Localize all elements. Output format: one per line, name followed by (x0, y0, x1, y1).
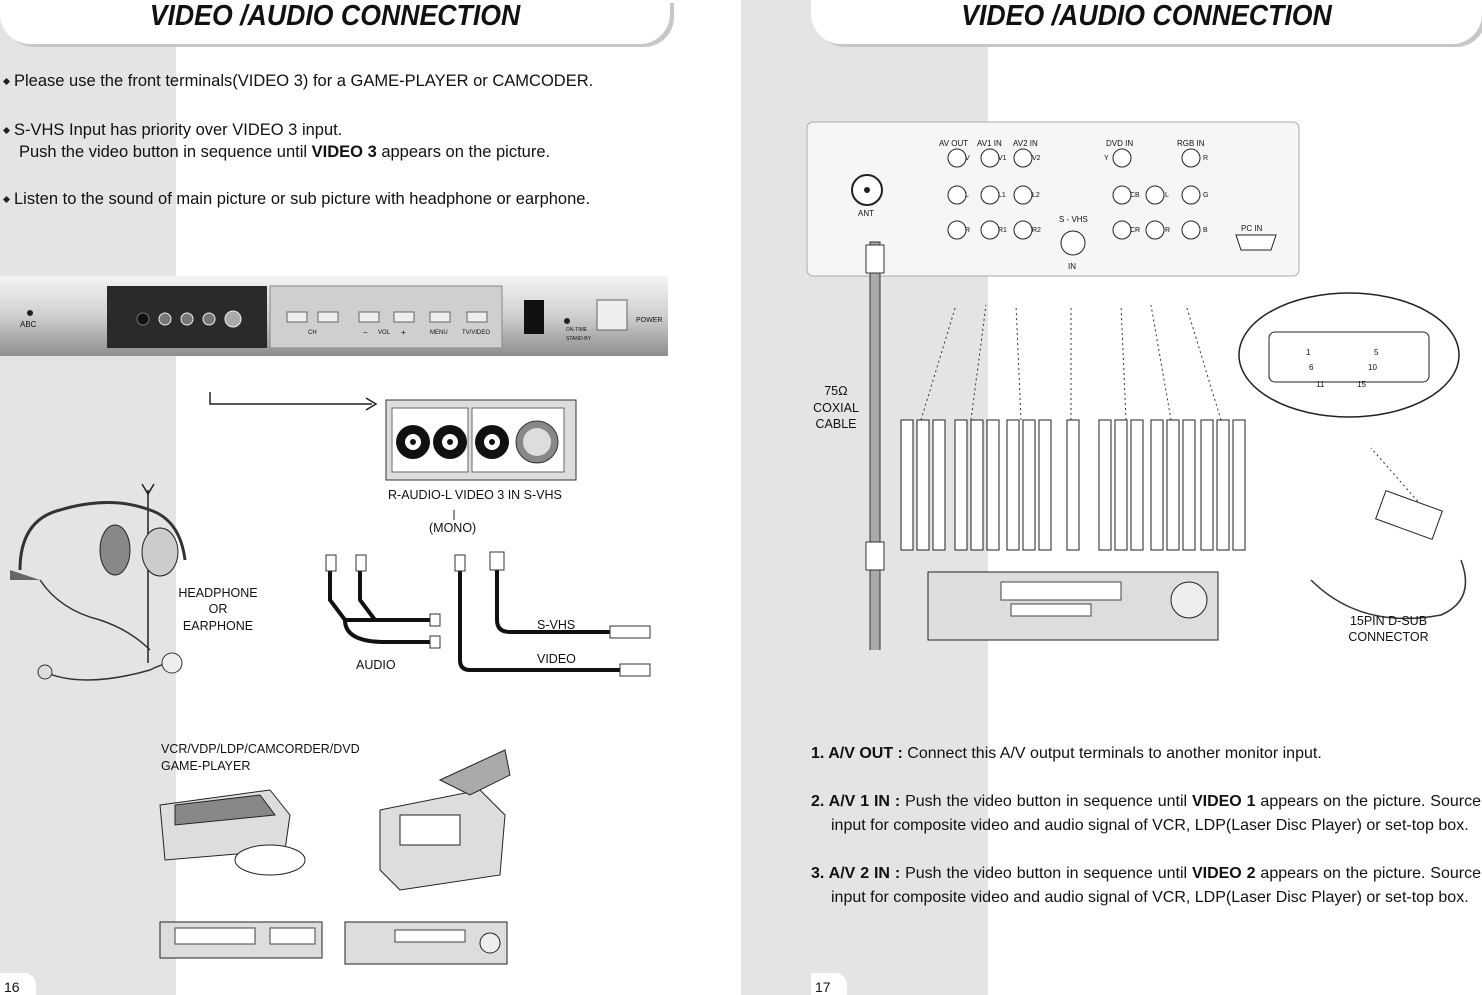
jack-y-label: Y (1104, 155, 1109, 162)
jack-cb-label: CB (1130, 192, 1140, 199)
av1-in-label: AV1 IN (977, 139, 1002, 148)
instruction-av2-in: 3. A/V 2 IN : Push the video button in s… (811, 865, 1481, 906)
mono-label: (MONO) (429, 521, 477, 535)
pc-in-label: PC IN (1241, 224, 1263, 233)
jack-l1-label: L1 (998, 192, 1006, 199)
panel-tvvideo-label: TV/VIDEO (462, 330, 491, 336)
pin-15-label: 15 (1357, 380, 1366, 389)
gray-band (0, 0, 176, 995)
jack-b-label: B (1203, 227, 1208, 234)
jack-l-label: L (965, 192, 969, 199)
panel-abc-label: ABC (20, 320, 37, 329)
pin-6-label: 6 (1309, 363, 1314, 372)
instruction-av1-in: 2. A/V 1 IN : Push the video button in s… (811, 793, 1481, 834)
or-label: OR (208, 602, 228, 616)
svhs-label: S - VHS (1059, 215, 1088, 224)
page-title: VIDEO /AUDIO CONNECTION (149, 0, 521, 32)
av2-in-label: AV2 IN (1013, 139, 1038, 148)
bullet-icon (2, 78, 11, 86)
panel-minus-label: − (363, 328, 368, 337)
title-bar: VIDEO /AUDIO CONNECTION (811, 0, 1482, 44)
bullet-icon (2, 196, 11, 204)
pin-5-label: 5 (1374, 348, 1379, 357)
av-out-label: AV OUT (939, 139, 969, 148)
page-title: VIDEO /AUDIO CONNECTION (961, 0, 1332, 32)
pin-11-label: 11 (1316, 380, 1325, 389)
jack-g-label: G (1203, 192, 1209, 199)
panel-power-label: POWER (636, 317, 663, 324)
title-bar: VIDEO /AUDIO CONNECTION (0, 0, 670, 44)
right-page: VIDEO /AUDIO CONNECTION (741, 0, 1482, 995)
ant-label: ANT (858, 209, 874, 218)
devices-label-2: GAME-PLAYER (161, 759, 251, 773)
coax-label: COXIAL (813, 401, 859, 415)
dsub-connector-label: CONNECTOR (1348, 630, 1429, 644)
instruction-av-out: 1. A/V OUT : Connect this A/V output ter… (811, 745, 1322, 762)
jack-rgb-r-label: R (1203, 155, 1209, 162)
jack-r-label: R (965, 227, 971, 234)
jack-r1-label: R1 (998, 227, 1007, 234)
page-number: 17 (811, 973, 847, 995)
panel-on-time-label: ON-TIME (566, 327, 588, 333)
jack-v2-label: V2 (1032, 155, 1041, 162)
bullet-headphone: Listen to the sound of main picture or s… (2, 188, 590, 210)
earphone-label: EARPHONE (182, 619, 254, 633)
jack-v-label: V (965, 155, 970, 162)
coax-cable-label: CABLE (815, 417, 857, 431)
jack-r2-label: R2 (1032, 227, 1041, 234)
audio-label: AUDIO (356, 658, 396, 672)
pin-10-label: 10 (1368, 363, 1377, 372)
dsub-label: 15PIN D-SUB (1349, 614, 1428, 628)
headphone-label: HEADPHONE (178, 586, 258, 600)
bullet-svhs-instruction: Push the video button in sequence until … (19, 143, 551, 161)
front-panel-illustration (0, 276, 668, 965)
jack-dvd-r-label: R (1165, 227, 1171, 234)
rgb-in-label: RGB IN (1177, 139, 1205, 148)
panel-menu-label: MENU (430, 330, 448, 336)
bullet-icon (2, 127, 11, 135)
panel-vol-label: VOL (378, 330, 391, 336)
dvd-in-label: DVD IN (1106, 139, 1134, 148)
instructions: 1. A/V OUT : Connect this A/V output ter… (811, 742, 1481, 934)
rear-panel-illustration (806, 121, 1467, 650)
svhs-in-label: IN (1068, 262, 1076, 271)
bullet-front-terminals: Please use the front terminals(VIDEO 3) … (2, 70, 593, 92)
jacks-label: R-AUDIO-L VIDEO 3 IN S-VHS (388, 488, 562, 502)
left-page: VIDEO /AUDIO CONNECTION Please use the f… (0, 0, 670, 995)
video-label: VIDEO (537, 652, 576, 666)
panel-stand-by-label: STAND-BY (566, 336, 591, 342)
jack-dvd-l-label: L (1165, 192, 1169, 199)
svhs-label: S-VHS (537, 618, 576, 632)
panel-plus-label: + (401, 328, 406, 337)
jack-cr-label: CR (1130, 227, 1141, 234)
page-number: 16 (0, 973, 36, 995)
jack-l2-label: L2 (1032, 192, 1040, 199)
jack-v1-label: V1 (998, 155, 1007, 162)
devices-label-1: VCR/VDP/LDP/CAMCORDER/DVD (161, 742, 360, 756)
bullet-svhs-priority: S-VHS Input has priority over VIDEO 3 in… (2, 119, 342, 141)
coax-ohm-label: 75Ω (824, 384, 848, 398)
panel-ch-label: CH (308, 330, 317, 336)
pin-1-label: 1 (1306, 348, 1311, 357)
